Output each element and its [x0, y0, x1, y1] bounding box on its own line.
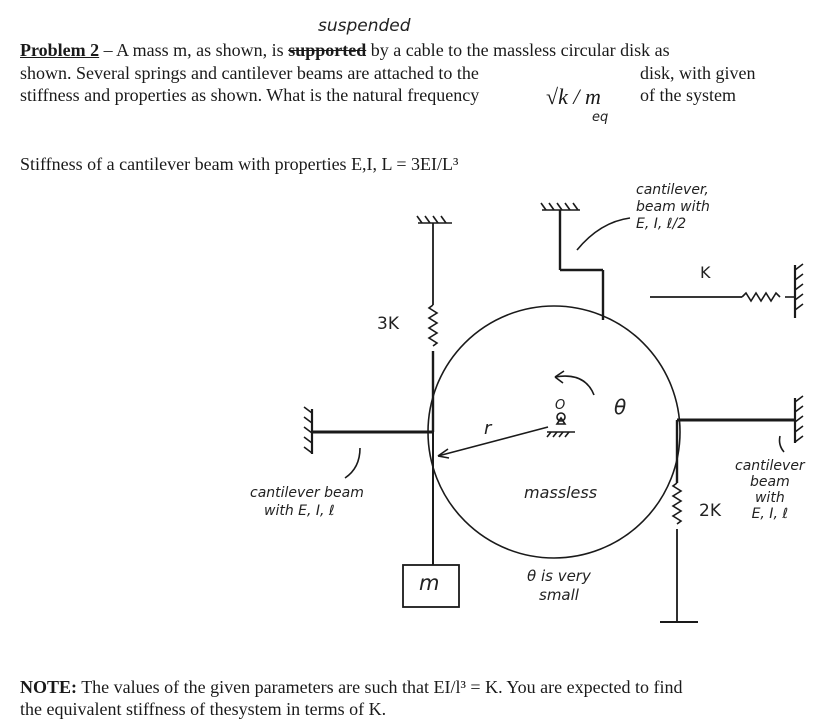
note-line-2: the equivalent stiffness of thesystem in… [20, 699, 387, 719]
problem-line-1: Problem 2 – A mass m, as shown, is suppo… [20, 39, 670, 61]
stiffness-note: Stiffness of a cantilever beam with prop… [20, 154, 459, 174]
label-k: K [700, 263, 711, 282]
right-cantilever-beam [677, 395, 804, 453]
natural-frequency-formula: √k / m [546, 84, 601, 109]
rotation-arrow [554, 370, 595, 396]
pivot-o [546, 412, 575, 438]
right-beam-note-line-3: with [754, 490, 785, 506]
spring-k [650, 263, 804, 318]
left-beam-note: cantilever beam with E, I, ℓ [250, 484, 364, 520]
handwritten-insert-suspended: suspended [318, 16, 411, 36]
right-beam-note-line-4: E, I, ℓ [751, 506, 789, 522]
right-beam-note: cantilever beam with E, I, ℓ [735, 458, 805, 522]
formula-subscript-eq: eq [592, 110, 609, 125]
top-beam-note-line-1: cantilever, [636, 182, 709, 198]
struck-word-supported: supported [288, 40, 367, 60]
problem-title: Problem 2 [20, 40, 100, 60]
note-line-1: NOTE: The values of the given parameters… [20, 676, 683, 698]
label-m: m [419, 571, 440, 595]
label-3k: 3K [377, 314, 399, 334]
label-o: O [555, 398, 566, 413]
problem-line-3-left: stiffness and properties as shown. What … [20, 85, 480, 105]
theta-small-note-line-1: θ is very [527, 567, 591, 585]
label-theta: θ [614, 395, 627, 419]
left-cantilever-beam [303, 406, 433, 479]
right-beam-note-line-1: cantilever [735, 458, 805, 474]
problem-line1-b: by a cable to the massless circular disk… [366, 40, 670, 60]
label-2k: 2K [699, 501, 721, 521]
label-r: r [484, 418, 492, 439]
cable-to-mass [402, 432, 460, 608]
problem-line-3-right: of the system [640, 85, 736, 105]
left-beam-note-line-2: with E, I, ℓ [264, 503, 335, 519]
left-beam-note-line-1: cantilever beam [250, 485, 364, 501]
spring-2k [660, 420, 698, 623]
theta-small-note: θ is very small [527, 567, 591, 605]
note-label: NOTE: [20, 677, 78, 697]
note-text-1: The values of the given parameters are s… [77, 677, 683, 697]
top-beam-note: cantilever, beam with E, I, ℓ/2 [636, 182, 710, 233]
problem-line-2-left: shown. Several springs and cantilever be… [20, 63, 479, 83]
radius-arrow [437, 426, 549, 459]
right-beam-note-line-2: beam [749, 474, 790, 490]
top-cantilever-beam [540, 202, 631, 320]
mass-block [402, 564, 460, 608]
spring-3k [416, 215, 452, 432]
problem-line-2-right: disk, with given [640, 63, 756, 83]
label-massless: massless [524, 483, 598, 502]
theta-small-note-line-2: small [539, 586, 579, 604]
top-beam-note-line-3: E, I, ℓ/2 [636, 216, 687, 232]
top-beam-note-line-2: beam with [636, 199, 710, 215]
problem-line1-a: – A mass m, as shown, is [99, 40, 289, 60]
